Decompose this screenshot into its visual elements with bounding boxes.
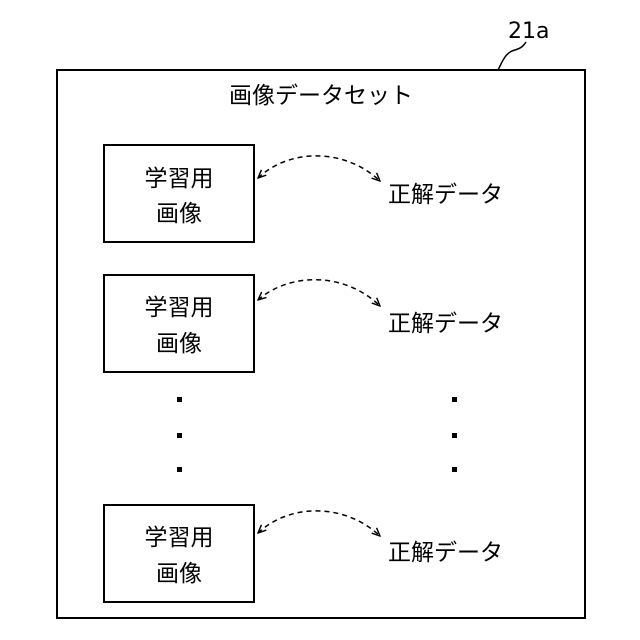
ellipsis-dot bbox=[177, 467, 182, 472]
data-pair-row: 学習用 画像 正解データ bbox=[104, 145, 503, 242]
ellipsis-dot bbox=[177, 397, 182, 402]
answer-data-label: 正解データ bbox=[388, 540, 503, 566]
training-image-label: 学習用 bbox=[145, 525, 214, 551]
training-image-label: 学習用 bbox=[145, 295, 214, 321]
training-image-label: 画像 bbox=[156, 331, 202, 357]
answer-data-label: 正解データ bbox=[388, 311, 503, 337]
ellipsis-dot bbox=[177, 433, 182, 438]
ellipsis-dot bbox=[452, 433, 457, 438]
data-pair-row: 学習用 画像 正解データ bbox=[104, 275, 503, 372]
ellipsis-left bbox=[177, 397, 182, 472]
correspondence-arrow bbox=[258, 511, 380, 536]
ellipsis-dot bbox=[452, 397, 457, 402]
training-image-label: 学習用 bbox=[145, 166, 214, 192]
correspondence-arrow bbox=[258, 156, 380, 181]
data-pair-row: 学習用 画像 正解データ bbox=[104, 505, 503, 602]
reference-label: 21a bbox=[508, 19, 549, 44]
answer-data-label: 正解データ bbox=[388, 182, 503, 208]
correspondence-arrow bbox=[258, 280, 380, 306]
training-image-label: 画像 bbox=[156, 561, 202, 587]
training-image-box bbox=[104, 275, 254, 372]
training-image-label: 画像 bbox=[156, 201, 202, 227]
reference-leader-line bbox=[498, 42, 526, 70]
ellipsis-right bbox=[452, 397, 457, 472]
ellipsis-dot bbox=[452, 467, 457, 472]
container-title: 画像データセット bbox=[229, 83, 413, 109]
training-image-box bbox=[104, 145, 254, 242]
training-image-box bbox=[104, 505, 254, 602]
